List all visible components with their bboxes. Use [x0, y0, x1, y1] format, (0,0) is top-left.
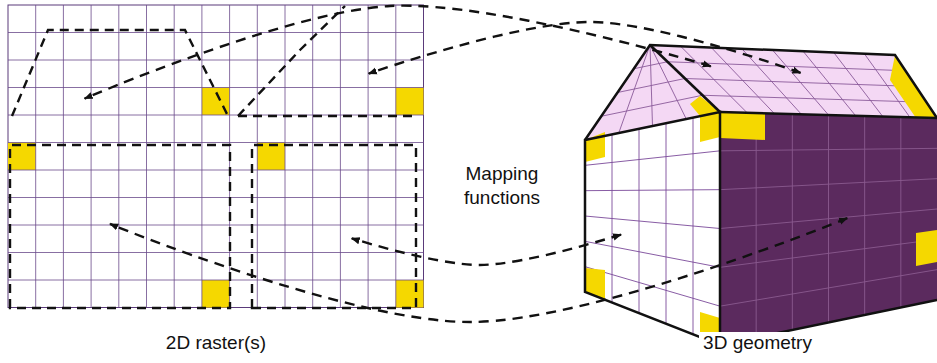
house-edge	[720, 112, 937, 118]
grid-line	[703, 95, 927, 102]
grid-line	[720, 179, 937, 190]
annotation: Mapping functions	[438, 160, 566, 212]
texel-marker	[720, 112, 765, 140]
house-edge	[650, 45, 720, 112]
house-face	[585, 112, 720, 345]
grid-line	[8, 87, 424, 88]
grid-line	[63, 5, 64, 308]
grid-line	[585, 190, 720, 191]
grid-line	[585, 151, 720, 166]
grid-line	[118, 5, 119, 308]
grid-line	[340, 5, 341, 308]
house-geometry	[585, 45, 937, 345]
texel-marker	[916, 230, 937, 266]
mapping-arrow	[85, 6, 711, 99]
texel-marker	[396, 88, 424, 116]
grid-line	[585, 216, 720, 229]
grid-line	[685, 79, 916, 87]
mapping-arrow	[352, 235, 621, 265]
texel-marker	[396, 280, 424, 308]
grid-line	[91, 5, 92, 308]
grid-line	[146, 5, 147, 308]
grid-line	[650, 45, 653, 126]
texel-marker	[8, 143, 36, 171]
mapping-arrow	[110, 218, 847, 322]
uv-region	[252, 145, 416, 308]
grid-line	[650, 45, 686, 119]
grid-line	[8, 280, 424, 281]
grid-line	[8, 170, 424, 171]
uv-region	[10, 145, 230, 308]
grid-line	[8, 32, 424, 33]
grid-line	[8, 197, 424, 198]
grid-line	[8, 225, 424, 226]
grid-line	[585, 241, 720, 267]
uv-region	[238, 6, 416, 116]
grid-line	[8, 142, 424, 143]
grid-line	[720, 270, 937, 307]
grid-line	[35, 5, 36, 308]
grid-line	[174, 5, 175, 308]
geometry-panel: 3D geometry	[578, 30, 937, 360]
house-face	[720, 112, 937, 345]
uv-region	[12, 30, 228, 116]
grid-line	[8, 60, 424, 61]
grid-line	[257, 5, 258, 308]
grid-line	[368, 5, 369, 308]
mapping-arrow	[369, 22, 801, 74]
grid-line	[619, 45, 650, 133]
grid-line	[395, 5, 396, 308]
caption: 2D raster(s)	[162, 332, 270, 354]
grid-line	[8, 252, 424, 253]
house-edge	[585, 112, 720, 345]
texel-marker	[202, 280, 230, 308]
grid-line	[312, 5, 313, 308]
grid-line	[720, 239, 937, 267]
texel-marker	[257, 143, 285, 171]
grid-line	[720, 148, 937, 151]
caption: 3D geometry	[699, 332, 816, 354]
grid-line	[201, 5, 202, 308]
raster-panel: 2D raster(s)	[4, 2, 428, 360]
grid-line	[285, 5, 286, 308]
